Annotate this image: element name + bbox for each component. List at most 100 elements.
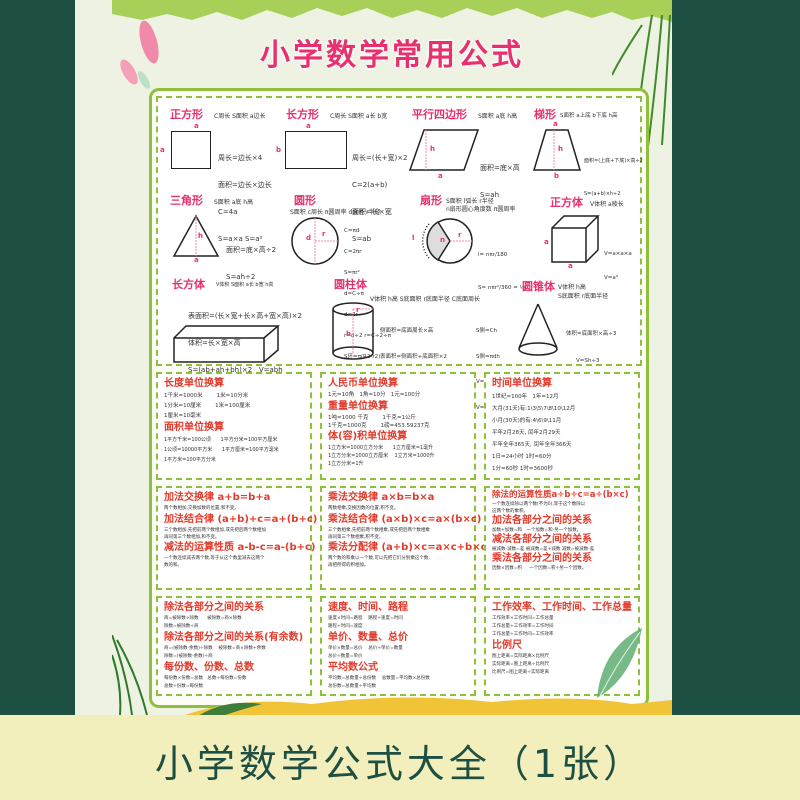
section-line: 工作效率×工作时间=工作总量 bbox=[492, 616, 554, 621]
footer-banner: 小学数学公式大全（1张） bbox=[0, 715, 800, 800]
cuboid-formulas: 表面积=(长×宽+长×高+宽×高)×2 体积=长×宽×高 S=(ab+ah+bh… bbox=[188, 294, 302, 393]
formula: 周长=边长×4 bbox=[218, 154, 263, 162]
section-line: 1厘米=10毫米 bbox=[164, 413, 202, 419]
length-area-units-box: 长度单位换算 1千米=1000米 1米=10分米 1分米=10厘米 1米=100… bbox=[156, 372, 312, 480]
cube-label-bottom: a bbox=[568, 262, 573, 270]
section-line: 一个数连续减去两个数,等于从这个数里减去这两个 bbox=[164, 556, 265, 561]
section-title: 比例尺 bbox=[492, 640, 522, 651]
section-line: 再同第三个数相乘,积不变。 bbox=[328, 535, 384, 540]
trapezoid-label-a: a bbox=[553, 120, 558, 128]
formula: V=Sh bbox=[476, 378, 500, 387]
formula: d=C÷π bbox=[344, 291, 364, 297]
section-line: 三个数相加,先把前两个数相加,或先把后两个数相加 bbox=[164, 528, 266, 533]
formula: S=a×a S=a² bbox=[218, 235, 263, 243]
section-line: 实际距离=图上距离÷比例尺 bbox=[492, 662, 550, 667]
sector-label-r: r bbox=[458, 231, 462, 239]
speed-price-average-box: 速度、时间、路程 速度×时间=路程 路程÷速度=时间 路程÷时间=速度 单价、数… bbox=[320, 596, 476, 696]
section-line: 这两个数的乘积。 bbox=[492, 509, 528, 514]
section-title: 时间单位换算 bbox=[492, 378, 552, 389]
poster-canvas: 小学数学常用公式 正方形 C周长 S面积 a边长 a a 周长=边长×4 面积=… bbox=[112, 0, 672, 715]
section-line: 三个数相乘,先把前两个数相乘,或先把后两个数相乘 bbox=[328, 528, 430, 533]
triangle-label-a: a bbox=[194, 256, 199, 264]
section-line: 两个数的和乘以一个数,可以先把它们分别乘这个数, bbox=[328, 556, 430, 561]
rectangle-shape bbox=[285, 131, 347, 169]
section-line: 1平方米=100平方分米 bbox=[164, 457, 216, 463]
section-line: 1日=24小时 1时=60分 bbox=[492, 454, 552, 460]
bottom-leaves-decoration bbox=[185, 697, 672, 715]
section-line: 数的和。 bbox=[164, 563, 182, 568]
cylinder-legend: V体积 h高 S底面积 r底面半径 C底面周长 bbox=[370, 296, 481, 303]
rectangle-title: 长方形 bbox=[286, 108, 319, 121]
section-title: 单价、数量、总价 bbox=[328, 632, 408, 643]
section-line: 工作总量÷工作效率=工作时间 bbox=[492, 624, 554, 629]
sector-shape bbox=[422, 218, 473, 264]
section-line: 1立方分米=1000立方厘米 1立方米=1000升 bbox=[328, 453, 435, 459]
section-line: 平均数=总数量÷总份数 总数量=平均数×总份数 bbox=[328, 676, 430, 681]
formula: S=πr² bbox=[344, 270, 360, 276]
section-line: 速度×时间=路程 路程÷速度=时间 bbox=[328, 616, 403, 621]
section-line: 除数=被除数÷商 bbox=[164, 624, 199, 629]
formula: 表面积=(长×宽+长×高+宽×高)×2 bbox=[188, 312, 302, 320]
section-line: 1千克=1000克 1磅=453.59237克 bbox=[328, 423, 430, 429]
section-title: 除法各部分之间的关系 bbox=[164, 602, 264, 613]
section-title: 减法的运算性质 a-b-c=a-(b+c) bbox=[164, 542, 316, 553]
section-title: 乘法交换律 a×b=b×a bbox=[328, 492, 435, 503]
section-title: 乘法结合律 (a×b)×c=a×(b×c) bbox=[328, 514, 482, 525]
section-line: 比例尺=图上距离÷实际距离 bbox=[492, 670, 550, 675]
sector-legend-2: n扇形圆心角度数 π圆周率 bbox=[446, 206, 516, 213]
section-title: 人民币单位换算 bbox=[328, 378, 398, 389]
square-legend: C周长 S面积 a边长 bbox=[214, 113, 266, 120]
section-line: 两数相乘,交换因数的位置,积不变。 bbox=[328, 506, 399, 511]
cone-legend: V体积 h高 bbox=[558, 284, 586, 291]
square-title: 正方形 bbox=[170, 108, 203, 121]
section-line: 1公顷=10000平方米 1平方厘米=100平方毫米 bbox=[164, 447, 279, 453]
section-title: 加法各部分之间的关系 bbox=[492, 515, 592, 526]
square-shape bbox=[171, 131, 211, 169]
section-line: 1平方千米=100公顷 1平方分米=100平方厘米 bbox=[164, 437, 278, 443]
shapes-panel: 正方形 C周长 S面积 a边长 a a 周长=边长×4 面积=边长×边长 C=4… bbox=[156, 96, 643, 411]
section-line: 1立方米=1000立方分米 1立方厘米=1毫升 bbox=[328, 445, 434, 451]
formula: 表面积=侧面积+底面积×2 bbox=[380, 353, 447, 360]
cylinder-title: 圆柱体 bbox=[334, 278, 367, 291]
formula: C=πd bbox=[344, 228, 360, 234]
willow-bottom-left-decoration bbox=[112, 635, 148, 715]
circle-label-d: d bbox=[306, 234, 312, 242]
work-scale-box: 工作效率、工作时间、工作总量 工作效率×工作时间=工作总量 工作总量÷工作效率=… bbox=[484, 596, 642, 698]
cylinder-label-h: h bbox=[346, 330, 351, 338]
sector-label-n: n bbox=[440, 236, 445, 244]
formula: S=(ab+ah+bh)×2 V=abh bbox=[188, 366, 283, 374]
cylinder-shape bbox=[332, 302, 374, 360]
formula: V=a×a×a bbox=[604, 251, 632, 257]
section-line: 1分=60秒 1时=3600秒 bbox=[492, 466, 553, 472]
square-label-top: a bbox=[194, 122, 199, 130]
triangle-legend: S面积 a底 h高 bbox=[214, 199, 254, 206]
formula: S=(a+b)×h÷2 bbox=[584, 191, 621, 197]
formula: 面积=底×高 bbox=[480, 164, 520, 172]
cylinder-label-r: r bbox=[356, 306, 360, 314]
formula: C=2πr bbox=[344, 249, 362, 255]
multiplication-laws-box: 乘法交换律 a×b=b×a 两数相乘,交换因数的位置,积不变。 乘法结合律 (a… bbox=[320, 486, 487, 590]
section-title: 乘法分配律 (a+b)×c=a×c+b×c bbox=[328, 542, 487, 553]
section-line: 商=(被除数-余数)÷除数 被除数=商×除数+余数 bbox=[164, 646, 266, 651]
division-relations-box: 除法各部分之间的关系 商=被除数÷除数 被除数=商×除数 除数=被除数÷商 除法… bbox=[156, 596, 312, 696]
formula: S侧=Ch bbox=[476, 328, 497, 334]
parallelogram-label-h: h bbox=[430, 145, 435, 153]
poster-title: 小学数学常用公式 bbox=[260, 38, 524, 73]
formula: C=4a bbox=[218, 208, 238, 216]
trapezoid-label-b: b bbox=[554, 172, 560, 180]
parallelogram-label-a: a bbox=[438, 172, 443, 180]
formula: C=2(a+b) bbox=[352, 181, 388, 189]
parallelogram-formulas: 面积=底×高 S=ah bbox=[480, 146, 520, 218]
triangle-formulas: 面积=底×高÷2 S=ah÷2 bbox=[226, 228, 276, 300]
operation-relations-box: 除法的运算性质a÷b÷c=a÷(b×c) 一个数连续除以两个数(不为0),等于这… bbox=[484, 486, 640, 590]
section-title: 体(容)积单位换算 bbox=[328, 431, 408, 442]
square-label-left: a bbox=[160, 146, 165, 154]
formula: S环=π(R2-r2) bbox=[344, 354, 381, 360]
formula: 体积=长×宽×高 bbox=[188, 339, 241, 347]
formula: 面积=底×高÷2 bbox=[226, 246, 277, 254]
formula: 面积=边长×边长 bbox=[218, 181, 272, 189]
formula: S=ah bbox=[480, 191, 500, 199]
sector-title: 扇形 bbox=[420, 194, 442, 207]
cube-label-side: a bbox=[544, 238, 549, 246]
cuboid-shape bbox=[173, 325, 281, 363]
